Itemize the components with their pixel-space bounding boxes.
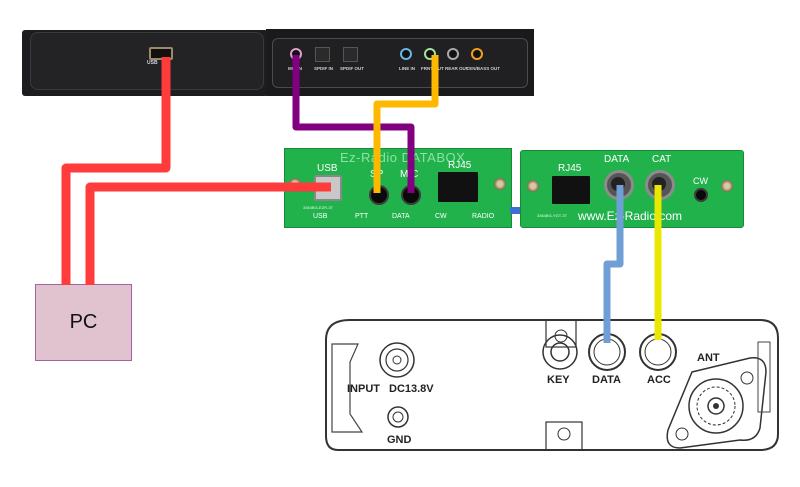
right-bracket bbox=[757, 341, 771, 413]
databox-rj45-port[interactable] bbox=[438, 172, 478, 202]
spdif-out-port[interactable] bbox=[343, 47, 358, 62]
center-bass-out-jack[interactable] bbox=[471, 48, 483, 60]
dc-input-connector bbox=[379, 342, 415, 378]
gnd-terminal bbox=[387, 406, 409, 428]
jack-label: LINE IN bbox=[399, 66, 416, 71]
databox-title: Ez-Radio DATABOX bbox=[340, 150, 466, 165]
ant-flange bbox=[666, 357, 767, 449]
cat-port-label: CAT bbox=[652, 154, 672, 165]
databox-serial: 3364BG-EZR-3T bbox=[303, 205, 334, 210]
cable-usb-databox-to-pc bbox=[85, 182, 331, 285]
top-screw-tab bbox=[545, 319, 577, 348]
radio-data-label: DATA bbox=[592, 374, 621, 386]
screw-icon bbox=[557, 427, 571, 441]
radio-gnd-label: GND bbox=[387, 434, 412, 446]
cable-front-out-to-databox-sp bbox=[373, 55, 439, 193]
screw-icon bbox=[675, 427, 689, 441]
radio-key-label: KEY bbox=[547, 374, 570, 386]
screw-icon bbox=[527, 180, 539, 192]
jack-label: SPDIF IN bbox=[314, 66, 334, 71]
led-label: USB bbox=[313, 213, 328, 220]
left-bracket bbox=[331, 343, 364, 433]
pc-label: PC bbox=[69, 311, 98, 333]
jack-label: REAR OUT bbox=[445, 66, 469, 71]
cable-data-port-to-radio-data bbox=[603, 185, 624, 343]
screw-icon bbox=[494, 178, 506, 190]
radio-ant-label: ANT bbox=[697, 352, 720, 364]
led-label: RADIO bbox=[472, 213, 495, 220]
radio-rj45-port[interactable] bbox=[552, 176, 590, 204]
led-label: DATA bbox=[392, 213, 410, 220]
screw-icon bbox=[740, 371, 754, 385]
jack-label: SPDIF OUT bbox=[340, 66, 365, 71]
screw-icon bbox=[721, 180, 733, 192]
jack-label: CEN/BASS OUT bbox=[466, 66, 501, 71]
spdif-in-port[interactable] bbox=[315, 47, 330, 62]
data-port-label: DATA bbox=[604, 154, 630, 165]
databox-usb-label: USB bbox=[317, 163, 338, 174]
pc-front-usb-port[interactable] bbox=[149, 47, 173, 60]
radio-rj45-label: RJ45 bbox=[558, 163, 582, 174]
radio-acc-label: ACC bbox=[647, 374, 671, 386]
radio-interface-serial: 3364BG-YGT-3T bbox=[537, 213, 568, 218]
sound-card-bezel bbox=[272, 38, 528, 88]
pc-front-panel-bezel bbox=[30, 32, 264, 90]
key-jack bbox=[542, 334, 578, 370]
cw-jack[interactable] bbox=[694, 188, 708, 202]
cw-port-label: CW bbox=[693, 176, 708, 186]
cable-usb-front-panel-to-pc bbox=[61, 57, 171, 285]
ant-connector bbox=[688, 378, 744, 434]
led-label: CW bbox=[435, 213, 447, 220]
board-link-cable bbox=[510, 207, 522, 214]
bottom-screw-tab bbox=[545, 421, 583, 451]
rear-out-jack[interactable] bbox=[447, 48, 459, 60]
databox-rj45-label: RJ45 bbox=[448, 160, 472, 171]
pc-front-usb-label: USB bbox=[147, 60, 158, 66]
pc-box: PC bbox=[35, 284, 132, 361]
radio-dc-label: DC13.8V bbox=[389, 383, 434, 395]
line-in-jack[interactable] bbox=[400, 48, 412, 60]
led-label: PTT bbox=[355, 213, 369, 220]
radio-input-label: INPUT bbox=[347, 383, 380, 395]
cable-mic-in-to-databox-mic bbox=[292, 55, 415, 193]
